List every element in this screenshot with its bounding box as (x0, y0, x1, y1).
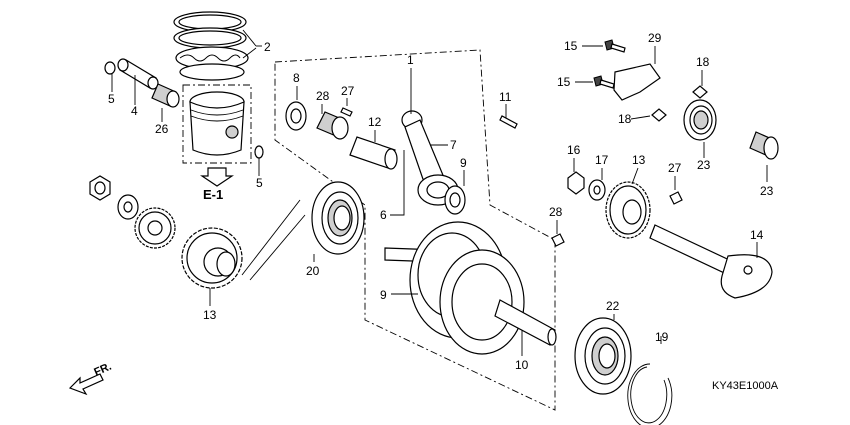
thrust-washer (444, 185, 466, 215)
piston-ring-set (173, 11, 249, 81)
balancer-washer (588, 179, 606, 201)
callout-18: 18 (696, 55, 710, 69)
view-arrow-icon (200, 167, 234, 187)
woodruff-key (551, 233, 565, 247)
callout-21: 23 (697, 158, 711, 172)
callout-1: 1 (407, 53, 414, 67)
callout-16: 16 (567, 143, 581, 157)
callout-15: 15 (564, 39, 578, 53)
callout-19: 19 (655, 330, 669, 344)
crankshaft-right-half (439, 249, 557, 355)
callout-5: 5 (108, 92, 115, 106)
dowel-pin (692, 85, 708, 99)
dowel-pin (651, 108, 667, 122)
timing-gear (134, 207, 176, 249)
callout-12: 12 (368, 115, 382, 129)
balancer-shaft (649, 224, 773, 299)
callout-4: 4 (131, 104, 138, 118)
front-direction-label: FR. (92, 361, 113, 379)
callout-7: 7 (450, 138, 457, 152)
primary-drive-gear (181, 227, 243, 289)
lock-nut (89, 175, 111, 201)
washer (117, 194, 139, 220)
front-arrow-icon (68, 373, 104, 396)
callout-26: 28 (316, 89, 330, 103)
callout-5: 5 (256, 176, 263, 190)
callout-24: 26 (155, 122, 169, 136)
bolt (604, 39, 626, 53)
callout-25: 27 (341, 84, 355, 98)
callout-18: 18 (618, 112, 632, 126)
callout-27: 27 (668, 161, 682, 175)
callout-23: 23 (760, 184, 774, 198)
crankshaft-bearing-right (574, 317, 632, 395)
balancer-nut (567, 171, 585, 195)
callout-9: 9 (380, 288, 387, 302)
piston-pin-clip (104, 61, 116, 75)
balancer-bearing (683, 99, 717, 141)
callout-14: 14 (750, 228, 764, 242)
callout-2: 2 (264, 40, 271, 54)
callout-8: 8 (293, 71, 300, 85)
callout-20: 20 (306, 264, 320, 278)
crankshaft-bearing-left (311, 181, 365, 255)
big-end-needle-bearing (316, 111, 349, 140)
callout-labels: 2 5 4 26 5 8 28 27 12 1 7 9 6 11 20 9 10… (108, 31, 774, 372)
callout-13: 13 (632, 153, 646, 167)
callout-22: 22 (606, 299, 620, 313)
callout-15: 15 (557, 75, 571, 89)
needle-bearing (749, 131, 779, 160)
callout-8: 9 (460, 156, 467, 170)
crank-pin (349, 136, 398, 170)
piston-view-frame (182, 84, 252, 164)
leader-lines (111, 29, 768, 356)
callout-6: 6 (380, 208, 387, 222)
thrust-washer (285, 101, 307, 131)
piston (189, 91, 245, 156)
assembly-group-outline (274, 49, 556, 411)
woodruff-key (669, 191, 683, 205)
piston-pin-clip (254, 145, 264, 159)
callout-10: 10 (515, 358, 529, 372)
dowel-pin (499, 115, 518, 129)
callout-17: 17 (595, 153, 609, 167)
snap-ring (627, 363, 673, 425)
bearing-setting-plate (613, 63, 661, 101)
drawing-code: KY43E1000A (712, 380, 779, 392)
small-end-needle-bearing (151, 83, 180, 108)
callout-28: 28 (549, 205, 563, 219)
bolt (593, 75, 615, 89)
balancer-driven-gear (605, 181, 651, 239)
pin (340, 107, 353, 117)
callout-29: 29 (648, 31, 662, 45)
piston-pin (117, 58, 159, 90)
connecting-rod (401, 110, 459, 206)
callout-13: 13 (203, 308, 217, 322)
view-reference-label: E-1 (203, 187, 223, 202)
front-direction-indicator: FR. (68, 361, 113, 396)
callout-11: 11 (499, 90, 512, 104)
